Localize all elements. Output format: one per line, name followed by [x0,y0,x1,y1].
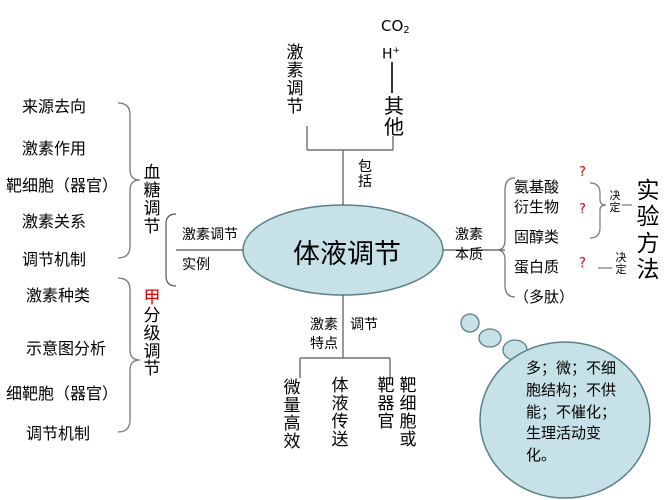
co2-label: CO2 [381,17,410,36]
center-title: 体液调节 [293,239,401,270]
hierarchical-item: 激素种类 [26,286,91,305]
decide-label-bottom: 决定 [615,251,627,276]
nature-item-peptide: （多肽） [514,288,575,306]
top-branch-line [306,126,394,205]
bubble-cloud [479,341,651,499]
top-branch-label: 包括 [358,159,372,190]
nature-item-protein: 蛋白质 [514,258,560,276]
left-label-example: 实例 [182,257,210,273]
decide-bracket-top [589,182,607,239]
right-branch-bracket [496,177,516,298]
blood-sugar-item: 来源去向 [22,97,87,116]
left-label-hormone: 激素调节 [182,227,238,243]
nature-item-derivative: 衍生物 [514,198,560,216]
bottom-branch-line [299,295,391,378]
feature-fluid-transport: 体液传送 [331,376,349,450]
hierarchical-item: 调节机制 [26,424,91,443]
bubble-dot-small [460,313,480,333]
question-mark: ? [579,256,586,271]
nature-item-steroid: 固醇类 [514,228,560,246]
left-branch-fork [165,213,177,287]
decide-label-top: 决定 [609,189,621,214]
blood-sugar-item: 激素作用 [22,139,87,158]
feature-target-cell: 靶细胞或 [399,376,417,450]
blood-sugar-title: 血糖调节 [143,163,161,237]
top-other: 其他 [384,94,404,139]
h-ion-label: H+ [382,46,401,63]
hierarchical-item: 示意图分析 [26,339,107,358]
hierarchical-bracket [117,277,141,433]
right-label-nature: 本质 [455,247,483,263]
hierarchical-title-rest: 分级调节 [143,305,161,380]
blood-sugar-item: 激素关系 [22,212,87,231]
feature-trace-efficient: 微量高效 [283,378,301,452]
bottom-label-hormone: 激素 [310,317,338,333]
experiment-method: 实验方法 [636,178,660,284]
blood-sugar-bracket [117,102,141,259]
hierarchical-title: 甲 分级调节 [142,288,162,380]
bubble-text: 多；微；不细胞结构；不供能；不催化；生理活动变化。 [526,359,617,464]
bottom-label-feature: 特点 [310,336,338,352]
blood-sugar-item: 调节机制 [22,250,87,269]
hierarchical-title-prefix: 甲 [143,288,161,308]
hierarchical-item: 细靶胞（器官） [6,384,119,403]
feature-target-organ: 靶器官 [377,376,395,432]
nature-item-amino: 氨基酸 [514,178,560,196]
bottom-label-regulation: 调节 [350,317,378,333]
top-hormone-regulation: 激素调节 [286,43,304,117]
bubble-dot-medium [478,328,502,348]
blood-sugar-item: 靶细胞（器官） [6,176,119,195]
question-mark: ? [579,165,586,180]
question-mark: ? [579,202,586,217]
right-label-hormone: 激素 [455,227,483,243]
